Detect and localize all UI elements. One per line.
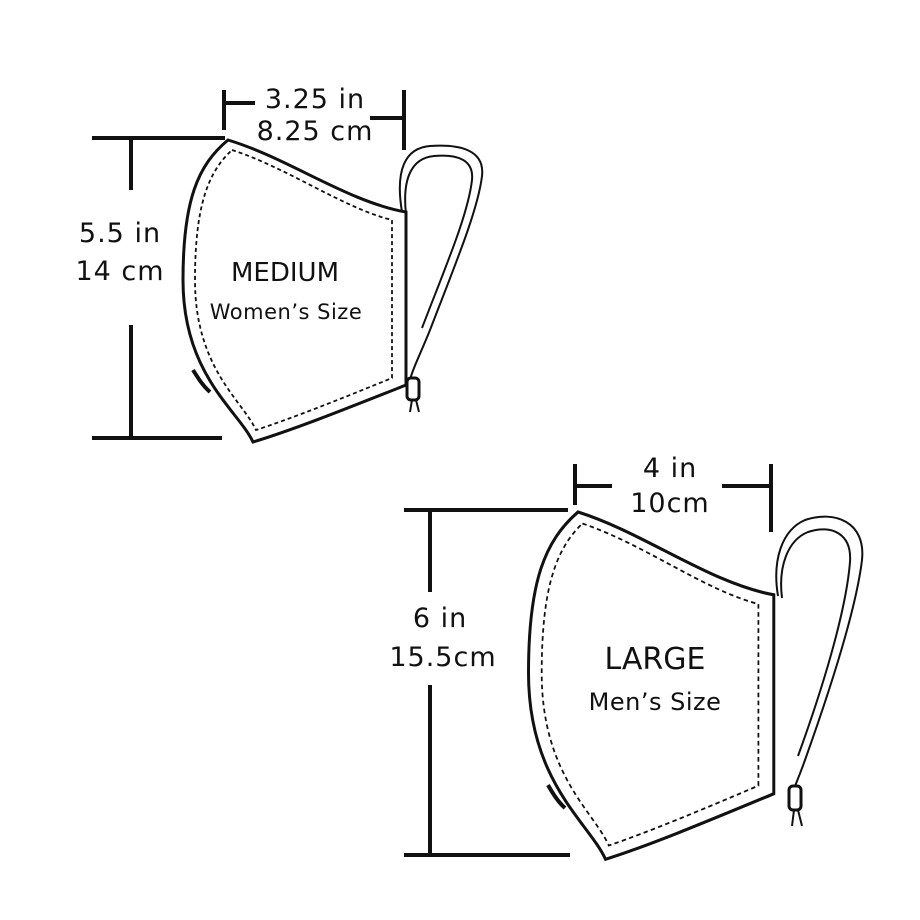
medium-width-cm-label: 8.25 cm [256, 116, 374, 147]
large-height-cm-label: 15.5cm [389, 642, 497, 673]
large-width-cm-label: 10cm [630, 488, 710, 519]
medium-width-in-label: 3.25 in [264, 84, 366, 115]
large-ear-loop [775, 515, 864, 801]
medium-ear-loop-inner [404, 154, 474, 329]
large-width-in-label: 4 in [642, 453, 698, 484]
large-mask-edge-shade [546, 784, 567, 810]
large-height-in-label: 6 in [412, 603, 468, 634]
medium-mask-edge-shade [191, 368, 212, 394]
large-size-name: LARGE [604, 642, 706, 677]
large-ear-loop-inner [780, 528, 852, 757]
large-size-description: Men’s Size [588, 688, 722, 716]
medium-size-name: MEDIUM [230, 258, 339, 288]
medium-adjuster-bead [405, 376, 421, 413]
large-mask-group [404, 464, 864, 861]
medium-mask-group [92, 90, 484, 444]
large-adjuster-bead [787, 784, 803, 827]
medium-height-cm-label: 14 cm [75, 256, 165, 287]
medium-size-description: Women’s Size [209, 300, 363, 324]
medium-mask-shape [181, 138, 408, 444]
medium-ear-loop [398, 144, 484, 381]
medium-height-in-label: 5.5 in [78, 218, 162, 249]
